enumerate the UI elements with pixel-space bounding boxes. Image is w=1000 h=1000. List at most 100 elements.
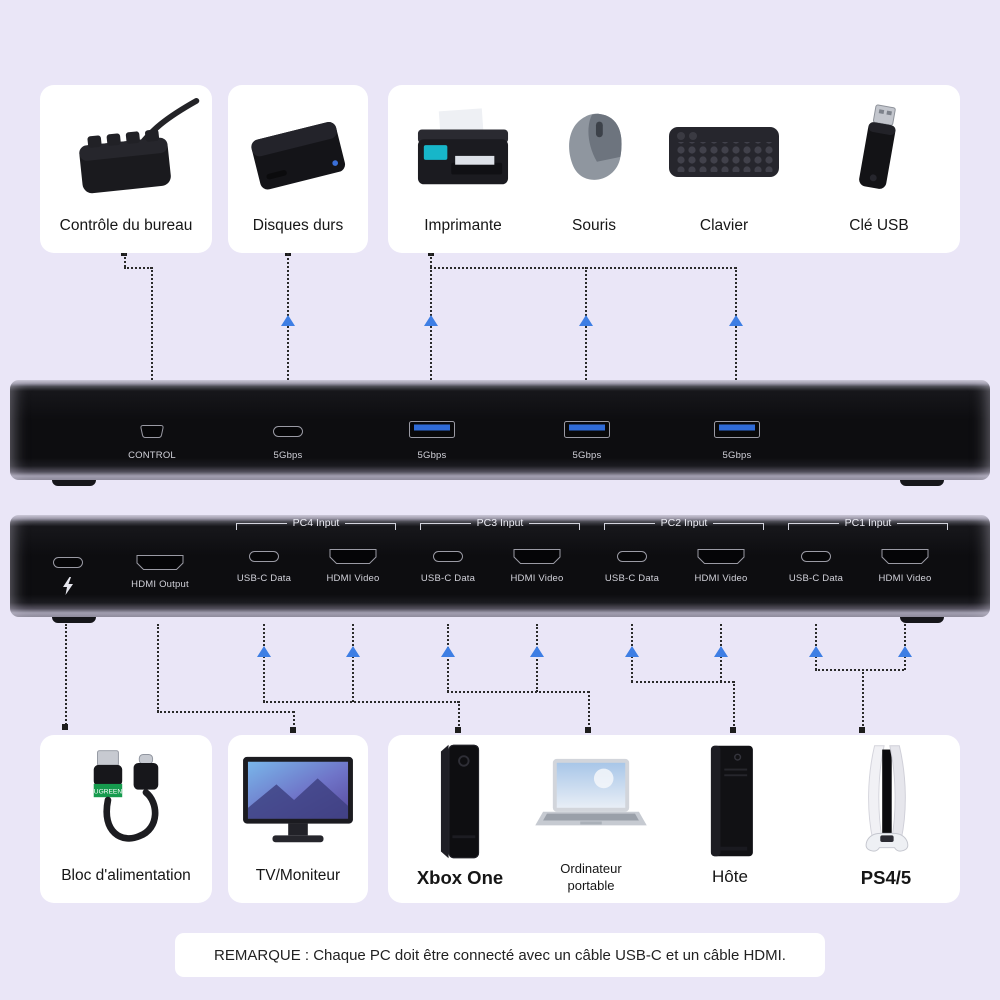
connector-dot xyxy=(585,727,591,733)
connector-dot xyxy=(730,727,736,733)
arrow-up-icon xyxy=(579,315,593,326)
arrow-up-icon xyxy=(625,646,639,657)
printer-label: Imprimante xyxy=(424,217,502,234)
power-cable-image-area: UGREEN xyxy=(40,735,212,867)
group-bracket: PC2 Input xyxy=(604,518,765,533)
port-label: 5Gbps xyxy=(572,450,602,461)
arrow-up-icon xyxy=(729,315,743,326)
host-tower-image xyxy=(710,745,753,857)
host-item: Hôte xyxy=(650,735,810,903)
arrow-up-icon xyxy=(257,646,271,657)
hard-drive-card: Disques durs xyxy=(228,85,368,253)
device-foot xyxy=(52,614,96,623)
pc4-input-group: PC4 Input USB-C Data HDMI Video xyxy=(230,518,402,615)
printer-item: Imprimante xyxy=(388,85,538,253)
arrow-up-icon xyxy=(898,646,912,657)
monitor-image-area xyxy=(228,735,368,867)
keyboard-item: Clavier xyxy=(650,85,798,253)
xbox-image-area xyxy=(388,735,532,867)
dotted-line-segment xyxy=(536,624,538,692)
cable-brand-text: UGREEN xyxy=(94,788,123,795)
ps-console-image xyxy=(865,745,909,852)
note-text: REMARQUE : Chaque PC doit être connecté … xyxy=(214,946,786,964)
laptop-image xyxy=(535,758,647,826)
keyboard-image xyxy=(669,127,779,177)
dotted-line-segment xyxy=(124,253,126,267)
xbox-label: Xbox One xyxy=(416,867,504,888)
bracket-line xyxy=(345,523,397,530)
group-bracket: PC4 Input xyxy=(236,518,397,533)
monitor-image xyxy=(243,756,353,843)
group-bracket: PC3 Input xyxy=(420,518,581,533)
hub-back-panel: HDMI Output PC4 Input USB-C Data HDMI Vi… xyxy=(10,515,990,617)
usb-c-5gbps-port xyxy=(273,426,303,437)
arrow-up-icon xyxy=(530,646,544,657)
hdmi-video-port xyxy=(329,549,377,564)
port-label: USB-C Data xyxy=(788,573,844,584)
keyboard-image-area xyxy=(650,85,798,217)
desk-controller-image xyxy=(79,97,200,194)
power-usb-c-port xyxy=(53,557,83,568)
pc1-input-group: PC1 Input USB-C Data HDMI Video xyxy=(782,518,954,615)
port-label: CONTROL xyxy=(128,450,176,461)
dotted-line-segment xyxy=(588,691,590,733)
dotted-line-segment xyxy=(430,267,736,269)
dotted-line-segment xyxy=(151,267,153,380)
bracket-line xyxy=(529,523,581,530)
usb-key-image xyxy=(859,104,896,189)
keyboard-label: Clavier xyxy=(699,217,749,234)
dotted-line-segment xyxy=(293,711,295,733)
port-label: HDMI Video xyxy=(878,573,932,584)
desk-control-label: Contrôle du bureau xyxy=(59,217,193,234)
laptop-image-area xyxy=(532,735,650,861)
arrow-up-icon xyxy=(809,646,823,657)
group-title: PC1 Input xyxy=(844,517,892,529)
dotted-line-segment xyxy=(124,267,152,269)
power-supply-label: Bloc d'alimentation xyxy=(61,867,191,884)
mouse-label: Souris xyxy=(572,217,616,234)
dotted-line-segment xyxy=(263,624,265,702)
power-cable-image: UGREEN xyxy=(93,750,159,842)
port-label: USB-C Data xyxy=(604,573,660,584)
pc3-input-group: PC3 Input USB-C Data HDMI Video xyxy=(414,518,586,615)
hard-drive-image xyxy=(251,121,346,190)
laptop-item: Ordinateur portable xyxy=(532,735,650,903)
hdmi-video-port xyxy=(697,549,745,564)
arrow-up-icon xyxy=(346,646,360,657)
bracket-line xyxy=(236,523,287,530)
usb-a-port xyxy=(409,421,455,438)
device-foot xyxy=(900,477,944,486)
dotted-line-segment xyxy=(733,681,735,733)
bracket-line xyxy=(604,523,655,530)
hdmi-output-port xyxy=(136,555,184,570)
usb-a-port xyxy=(714,421,760,438)
hdmi-video-port xyxy=(881,549,929,564)
arrow-up-icon xyxy=(281,315,295,326)
port-label: 5Gbps xyxy=(417,450,447,461)
dotted-line-segment xyxy=(447,691,589,693)
connector-dot xyxy=(62,724,68,730)
connector-dot xyxy=(859,727,865,733)
hub-front-panel: CONTROL 5Gbps 5Gbps 5Gbps 5Gbps xyxy=(10,380,990,480)
port-label: 5Gbps xyxy=(722,450,752,461)
hard-drive-image-area xyxy=(228,85,368,217)
dotted-line-segment xyxy=(862,669,864,733)
dotted-line-segment xyxy=(352,624,354,702)
usb-c-data-port xyxy=(249,551,279,562)
usb-c-data-port xyxy=(433,551,463,562)
arrow-up-icon xyxy=(441,646,455,657)
peripherals-card: Imprimante Souris xyxy=(388,85,960,253)
xbox-item: Xbox One xyxy=(388,735,532,903)
dotted-line-segment xyxy=(447,624,449,692)
device-foot xyxy=(52,477,96,486)
tv-monitor-label: TV/Moniteur xyxy=(255,867,341,884)
usb-key-image-area xyxy=(798,85,960,217)
host-label: Hôte xyxy=(712,867,748,886)
port-label: HDMI Video xyxy=(326,573,380,584)
hard-drive-label: Disques durs xyxy=(252,217,344,234)
dotted-line-segment xyxy=(631,681,734,683)
control-mini-usb-port xyxy=(140,425,164,438)
arrow-up-icon xyxy=(424,315,438,326)
xbox-image xyxy=(440,744,480,859)
